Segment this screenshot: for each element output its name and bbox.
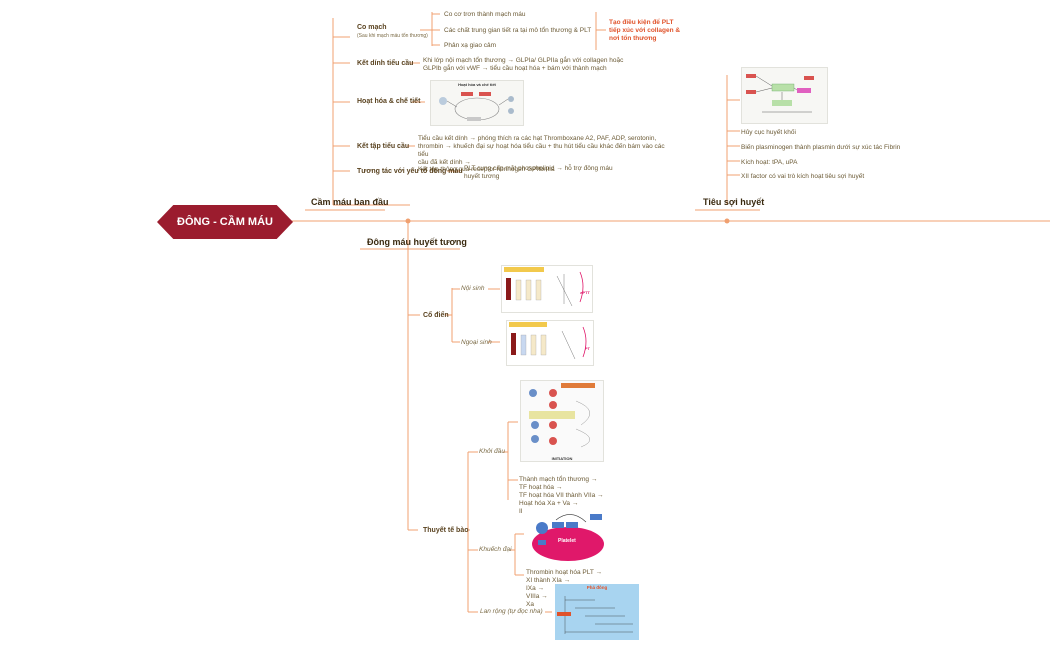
node-co-dien[interactable]: Cổ điển — [423, 312, 449, 319]
branch-plasma-coagulation[interactable]: Đông máu huyết tương — [367, 237, 467, 247]
khoi-dau-line-2: TF hoạt hóa → — [519, 484, 563, 491]
root-title: ĐÔNG - CẦM MÁU — [177, 216, 273, 228]
khuech-dai-line-2: XI thành XIa → — [526, 577, 571, 584]
khoi-dau-line-3: TF hoạt hóa VII thành VIIa → — [519, 492, 604, 499]
khoi-dau-line-4: Hoạt hóa Xa + Va → — [519, 500, 579, 507]
ket-tap-line-1: Tiểu cầu kết dính → phóng thích ra các h… — [418, 135, 657, 142]
ket-dinh-line-1: Khi lớp nội mạch tổn thương → GLPIa/ GLP… — [423, 57, 624, 64]
node-lan-rong[interactable]: Lan rộng (tự đọc nha) — [480, 608, 543, 615]
co-mach-item-2: Các chất trung gian tiết ra tại mô tổn t… — [444, 27, 592, 34]
khuech-dai-line-4: VIIIa → — [526, 593, 548, 600]
khuech-dai-thumbnail[interactable]: Platelet — [526, 512, 606, 562]
khoi-dau-line-5: II — [519, 508, 523, 515]
ngoai-sinh-thumbnail[interactable]: PT — [506, 320, 594, 366]
hoat-hoa-thumb-title: Hoạt hóa và chế tiết — [458, 82, 496, 87]
co-mach-item-3: Phản xạ giao cảm — [444, 42, 497, 49]
khoi-dau-thumbnail[interactable]: INITIATION — [520, 380, 604, 462]
ket-tap-line-2: thrombin → khuếch đại sự hoạt hóa tiểu c… — [418, 143, 665, 150]
node-ket-dinh[interactable]: Kết dính tiểu cầu — [357, 60, 414, 67]
node-ket-tap[interactable]: Kết tập tiểu cầu — [357, 143, 410, 150]
initiation-diagram-image — [529, 383, 595, 448]
tuong-tac-line-1: PLT cung cấp mặt phospholipid → hỗ trợ đ… — [464, 165, 613, 172]
khoi-dau-line-1: Thành mạch tổn thương → — [519, 476, 598, 483]
ngoai-sinh-diagram-image — [509, 322, 587, 360]
branch-fibrinolysis[interactable]: Tiêu sợi huyết — [703, 197, 765, 207]
hoat-hoa-thumbnail[interactable]: Hoạt hóa và chế tiết — [430, 80, 524, 126]
hoat-hoa-diagram-image — [439, 92, 514, 121]
platelet-label: Platelet — [558, 538, 576, 544]
node-co-mach[interactable]: Co mạch — [357, 24, 387, 31]
aptt-label: aPTT — [580, 290, 590, 295]
root-node[interactable]: ĐÔNG - CẦM MÁU — [157, 205, 293, 239]
lan-rong-thumbnail[interactable]: Phả đông — [555, 584, 639, 640]
node-khoi-dau[interactable]: Khởi đầu — [479, 448, 505, 455]
node-khuech-dai[interactable]: Khuếch đại — [479, 546, 512, 553]
fibrinolysis-item-1: Hủy cục huyết khối — [741, 129, 796, 136]
co-mach-note: Tạo điều kiện để PLT tiếp xúc với collag… — [609, 19, 681, 42]
platelet-diagram-image — [532, 514, 604, 561]
fibrinolysis-thumbnail[interactable] — [741, 67, 828, 124]
lan-rong-thumb-title: Phả đông — [586, 585, 608, 590]
node-thuyet-te-bao[interactable]: Thuyết tế bào — [423, 527, 469, 534]
ket-tap-line-5: Kết tập thông qua receptor fibrinogen GP… — [418, 166, 555, 173]
co-mach-item-1: Co cơ trơn thành mạch máu — [444, 11, 526, 18]
ket-tap-line-3: tiểu — [418, 151, 429, 158]
node-hoat-hoa[interactable]: Hoạt hóa & chế tiết — [357, 98, 421, 105]
ket-dinh-line-2: GLPIb gắn với vWF → tiểu cầu hoạt hóa + … — [423, 65, 607, 72]
fibrinolysis-diagram-image — [746, 74, 814, 113]
ket-tap-line-4: cầu đã kết dính → — [418, 159, 471, 166]
node-co-mach-sub: (Sau khi mạch máu tổn thương) — [357, 33, 428, 39]
khuech-dai-line-5: Xa — [526, 601, 534, 608]
fibrinolysis-item-3: Kích hoạt: tPA, uPA — [741, 159, 798, 166]
fibrinolysis-item-4: XII factor có vai trò kích hoạt tiêu sợi… — [741, 173, 865, 180]
initiation-caption: INITIATION — [551, 456, 573, 461]
noi-sinh-diagram-image — [504, 267, 584, 307]
pt-label: PT — [584, 346, 590, 351]
node-tuong-tac[interactable]: Tương tác với yếu tố đông máu — [357, 168, 463, 175]
khuech-dai-line-3: IXa → — [526, 585, 545, 592]
khuech-dai-line-1: Thrombin hoạt hóa PLT → — [526, 569, 602, 576]
fibrinolysis-item-2: Biến plasminogen thành plasmin dưới sự x… — [741, 144, 901, 151]
propagation-diagram-image — [557, 596, 633, 634]
node-ngoai-sinh[interactable]: Ngoại sinh — [461, 339, 492, 346]
node-noi-sinh[interactable]: Nội sinh — [461, 285, 485, 292]
noi-sinh-thumbnail[interactable]: aPTT — [501, 265, 593, 313]
branch-primary-hemostasis[interactable]: Cầm máu ban đầu — [311, 197, 389, 207]
tuong-tac-line-2: huyết tương — [464, 173, 500, 180]
